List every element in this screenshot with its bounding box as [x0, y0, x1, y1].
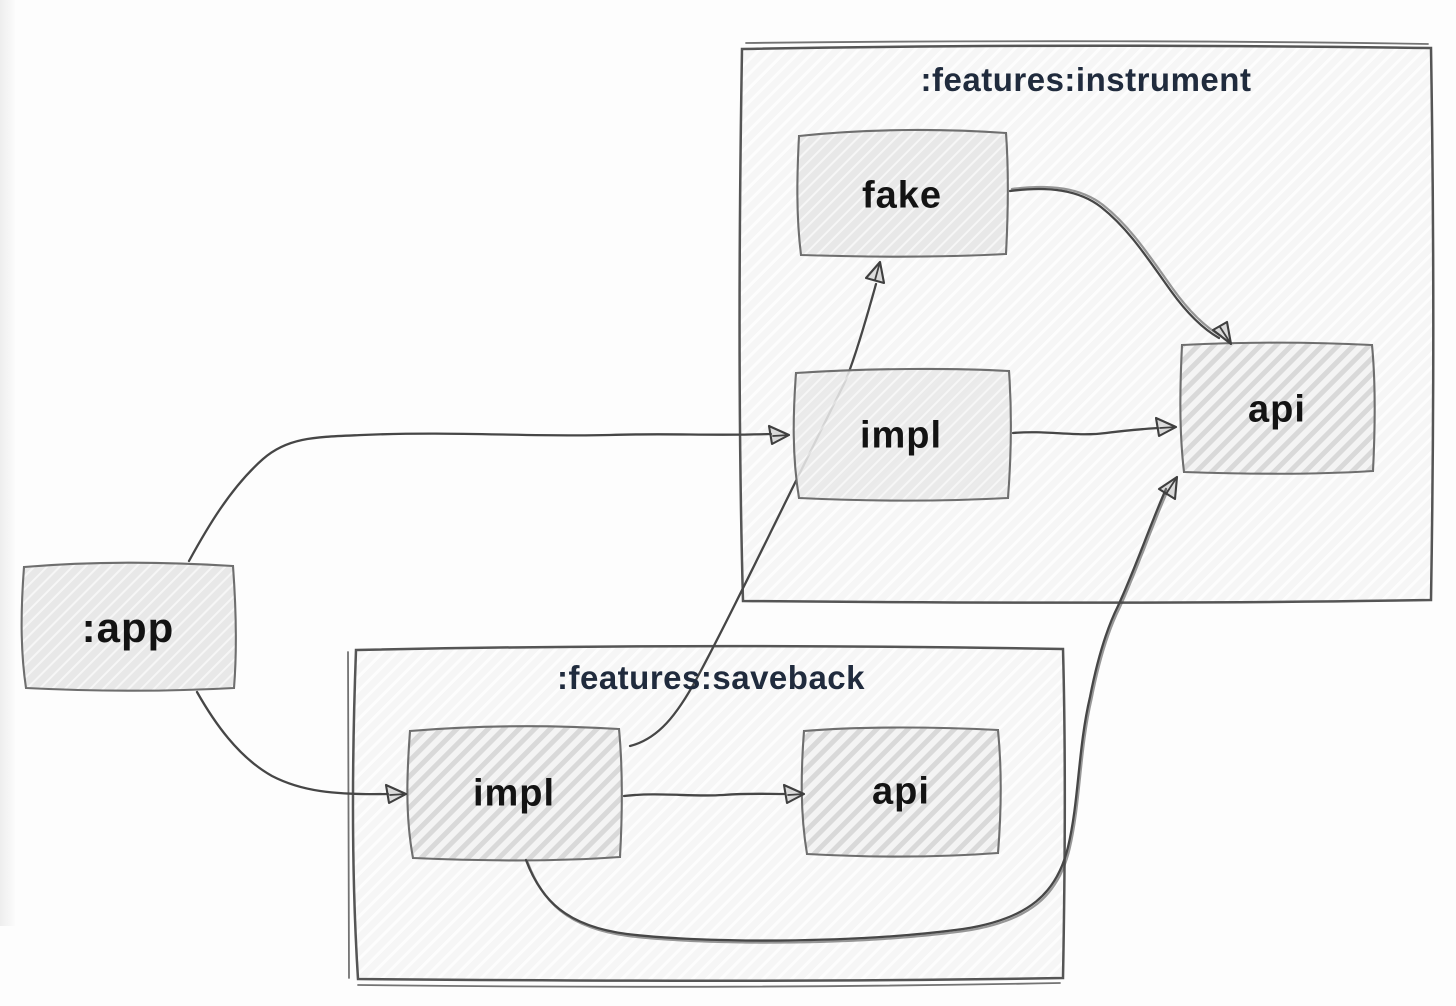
node-label-instrument-api: api	[1248, 388, 1306, 431]
node-label-saveback-api: api	[872, 770, 930, 813]
arrowhead	[1219, 326, 1232, 345]
node-label-instrument-impl: impl	[859, 414, 943, 457]
page-edge-shading	[0, 0, 15, 926]
node-app	[20, 561, 237, 692]
sketch-overshoot-line	[745, 40, 1429, 45]
edge-app-to-instrument-impl	[187, 424, 791, 563]
sketch-overshoot-line	[357, 982, 1061, 988]
edge-app-to-saveback-impl	[195, 690, 408, 805]
edge-instrument-impl-to-instrument-api	[1011, 416, 1178, 438]
container-instrument	[738, 40, 1435, 604]
node-saveback-impl	[406, 725, 623, 862]
edge-saveback-impl-to-saveback-api	[622, 783, 806, 805]
sketch-overshoot-line	[347, 651, 350, 979]
node-instrument-fake	[796, 128, 1009, 258]
arrowhead	[874, 261, 881, 281]
edge-saveback-impl-to-instrument-api	[524, 475, 1179, 944]
arrowhead	[787, 793, 805, 796]
arrowhead	[1165, 476, 1178, 495]
edge-instrument-fake-to-instrument-api	[1008, 185, 1233, 346]
edge-saveback-impl-to-instrument-fake	[628, 260, 886, 748]
node-label-app: :app	[81, 604, 175, 651]
arrowhead	[1159, 426, 1177, 429]
container-title-saveback: :features:saveback	[557, 659, 865, 696]
node-instrument-impl	[792, 367, 1012, 502]
node-instrument-api	[1179, 341, 1376, 475]
arrowhead	[389, 793, 407, 796]
arrowhead	[772, 434, 790, 437]
container-title-instrument: :features:instrument	[920, 61, 1252, 98]
node-label-instrument-fake: fake	[861, 174, 943, 217]
node-saveback-api	[800, 726, 1002, 858]
node-label-saveback-impl: impl	[472, 772, 556, 815]
